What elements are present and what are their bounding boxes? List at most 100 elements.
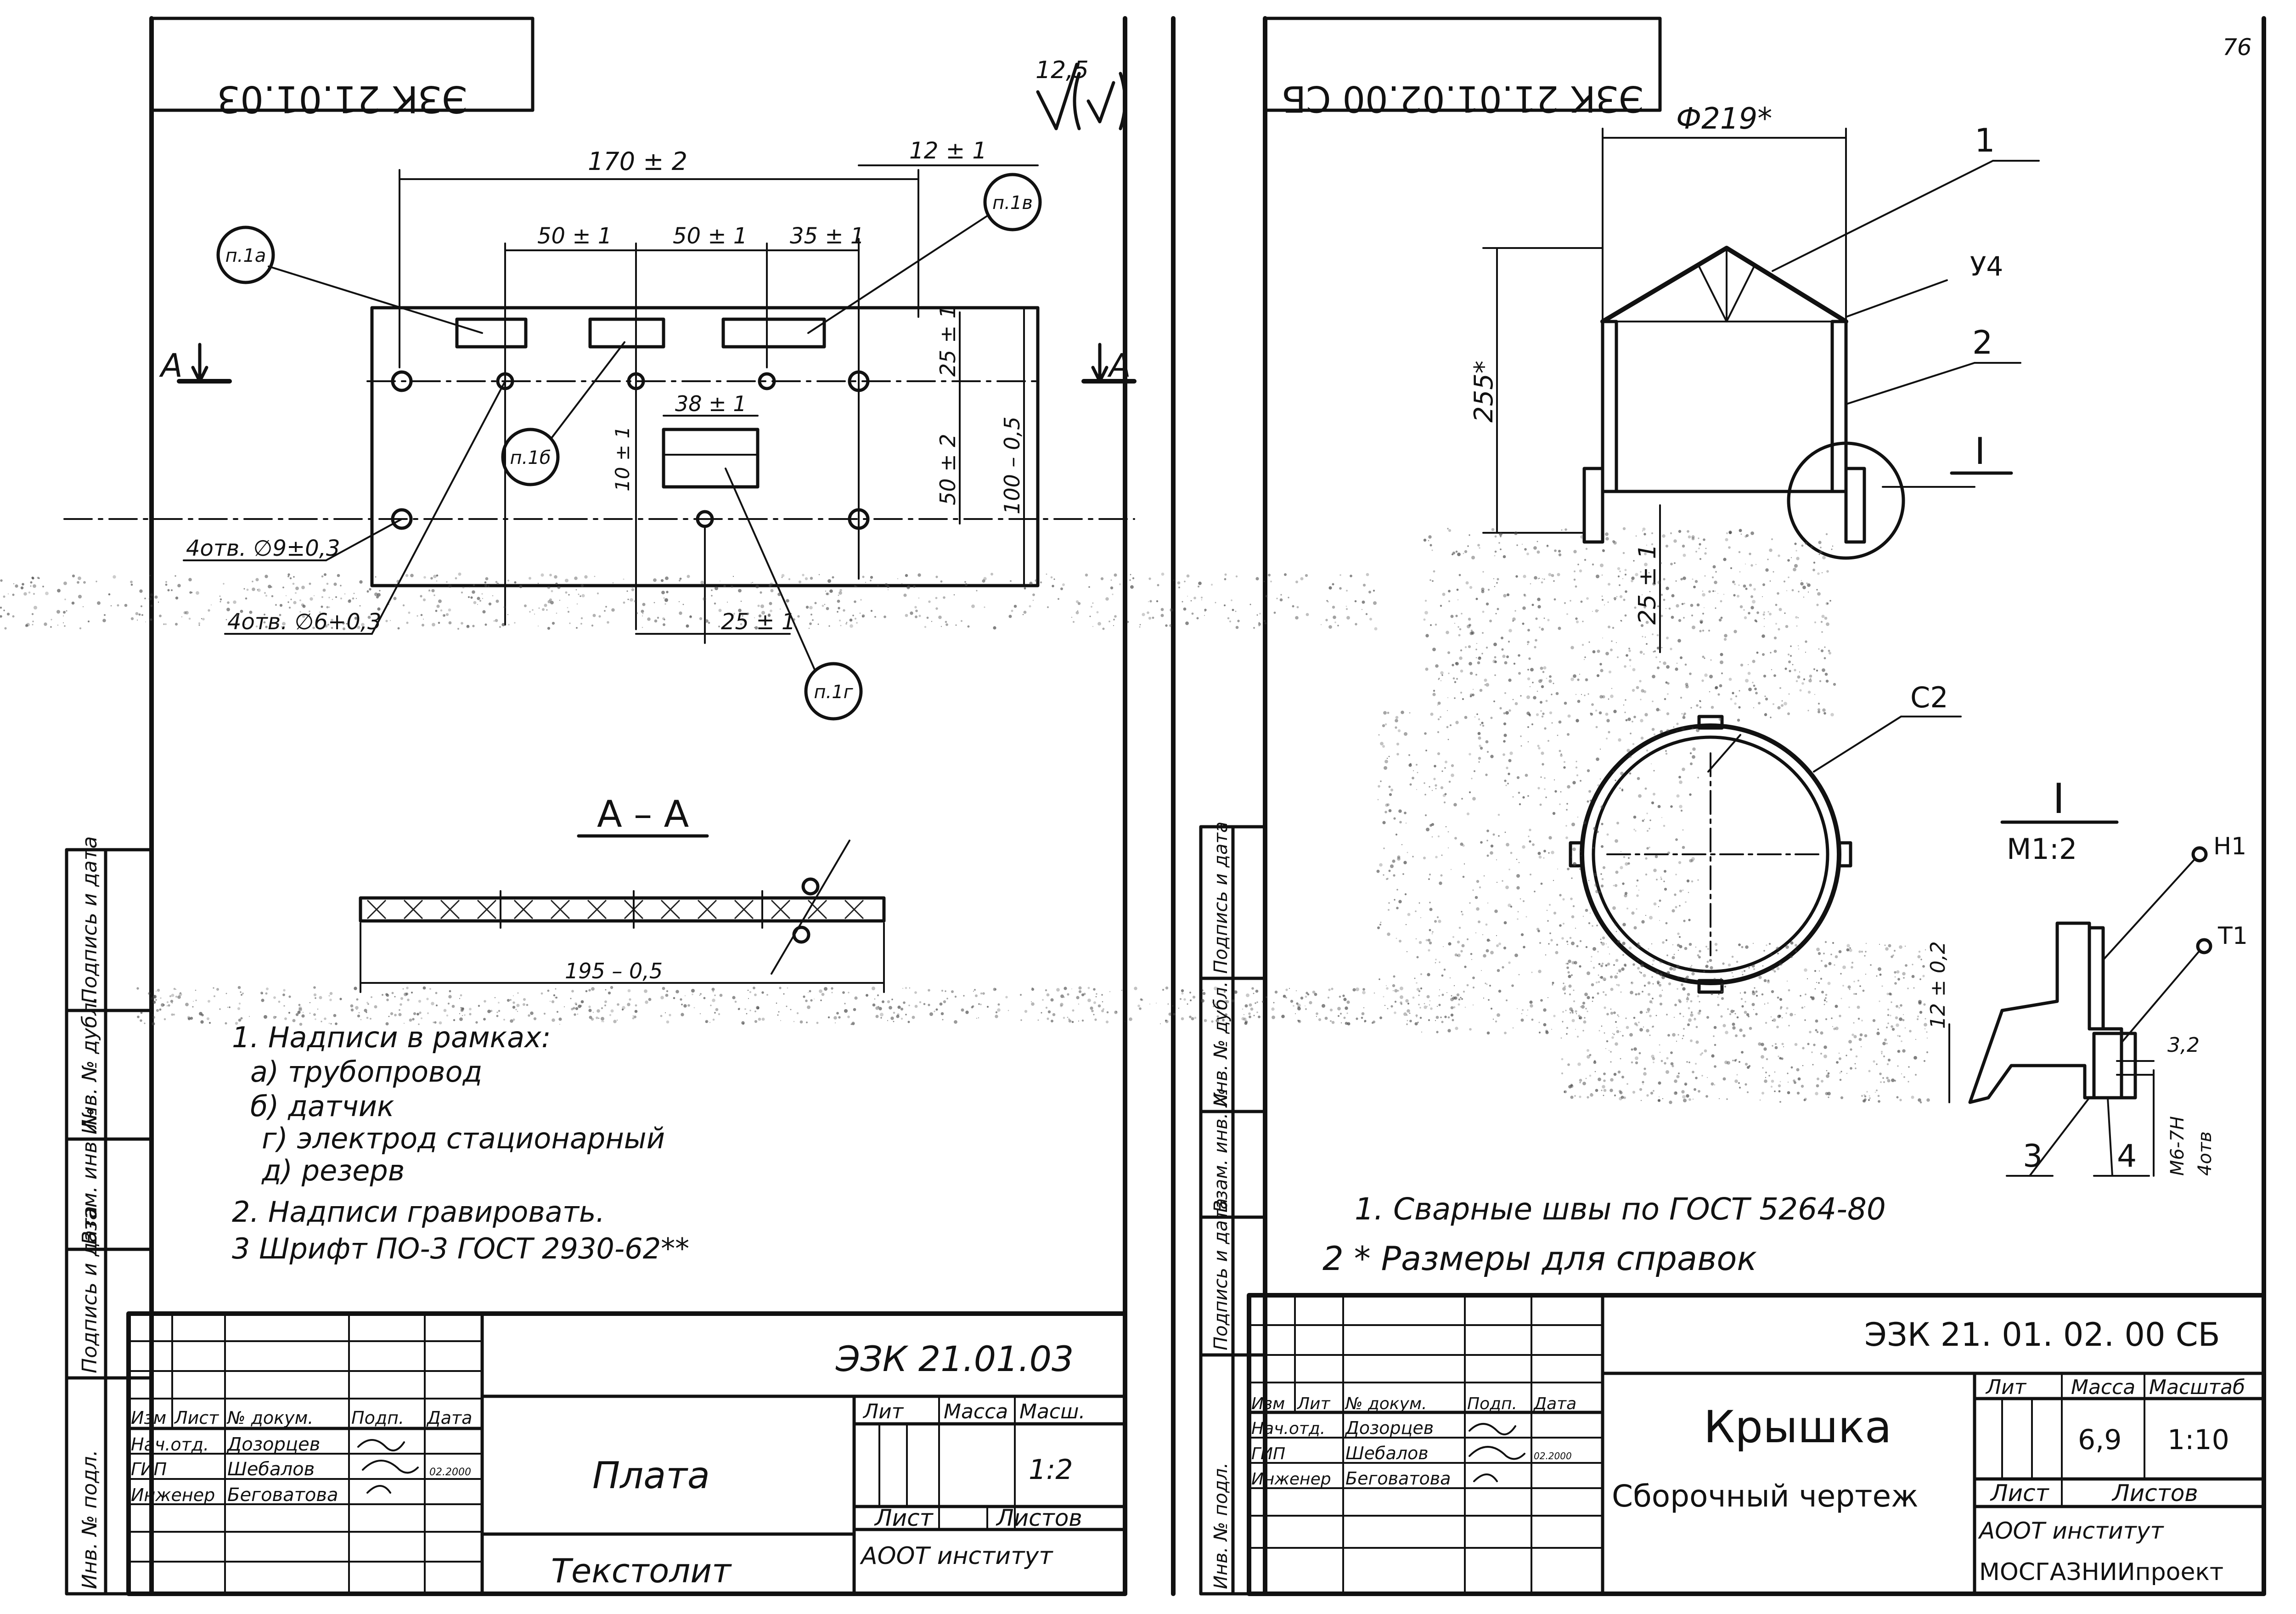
callout-3: 3 — [2023, 1138, 2043, 1174]
left-tb-name-0: Дозорцев — [226, 1434, 320, 1455]
right-tb-name-2: Беговатова — [1345, 1468, 1451, 1489]
dim-pitch-a: 50 ± 1 — [537, 223, 612, 249]
left-tb-code: ЭЗК 21.01.03 — [835, 1338, 1074, 1379]
dim-edge: 12 ± 1 — [909, 137, 987, 164]
callout-c2: С2 — [1910, 681, 1948, 714]
left-tb-header-izm: Изм — [131, 1408, 166, 1428]
section-title: А – А — [597, 793, 689, 835]
signatures — [357, 1439, 419, 1494]
callout-1v: п.1в — [992, 192, 1033, 214]
left-dimensions: 170 ± 2 12 ± 1 50 ± 1 50 ± 1 35 ± 1 25 ±… — [399, 137, 1039, 644]
left-title-block: Изм Лист № докум. Подп. Дата Нач.отд. ГИ… — [126, 1311, 1127, 1596]
callout-1b-balloon — [501, 428, 560, 486]
right-tb-role-1: ГИП — [1251, 1445, 1285, 1463]
engraving-frame-v — [721, 317, 826, 349]
dim-section-length: 195 – 0,5 — [565, 959, 663, 983]
hole-callouts: 4отв. ∅9±0,3 4отв. ∅6+0,3 — [183, 380, 506, 635]
left-notes: 1. Надписи в рамках: а) трубопровод б) д… — [232, 1021, 689, 1265]
left-tb-sheets: Листов — [996, 1505, 1082, 1531]
cover-top-view: С2 — [1569, 681, 1962, 994]
section-marks: А А — [159, 343, 1137, 384]
dim-height: 100 – 0,5 — [1000, 417, 1024, 514]
left-stamp-code: ЭЗК 21.01.03 — [217, 78, 467, 120]
left-side-label-0: Подпись и дата — [78, 836, 101, 1004]
dim-offset: 25 ± 1 — [1634, 544, 1661, 625]
dim-height-cover: 255* — [1469, 361, 1499, 423]
left-side-strip: Подпись и дата Инв. № дубл. Взам. инв. №… — [65, 836, 153, 1596]
holes-large-label: 4отв. ∅9±0,3 — [186, 536, 340, 561]
left-tb-col-mass: Масса — [944, 1400, 1008, 1423]
engraving-frame-a — [455, 317, 528, 349]
dim-pitch-c: 35 ± 1 — [790, 223, 864, 249]
right-note-1: 2 * Размеры для справок — [1322, 1239, 1757, 1278]
holes-small-label: 4отв. ∅6+0,3 — [227, 609, 382, 635]
right-tb-sheets: Листов — [2111, 1480, 2198, 1507]
right-tb-role-2: Инженер — [1251, 1470, 1331, 1489]
right-note-0: 1. Сварные швы по ГОСТ 5264-80 — [1355, 1191, 1886, 1227]
left-drawing: ЭЗК 21.01.03 12,5 — [63, 16, 1137, 1596]
right-tb-col-mass: Масса — [2071, 1376, 2135, 1399]
dim-bottom-offset: 25 ± 1 — [721, 609, 795, 635]
left-tb-sheet: Лист — [874, 1505, 934, 1531]
callout-1a: п.1а — [225, 245, 266, 266]
left-side-label-3: Подпись и дата — [78, 1206, 101, 1373]
roughness-symbol: 12,5 — [1035, 56, 1127, 130]
dim-slot-height: 10 ± 1 — [611, 426, 634, 491]
right-tb-header-doc: № докум. — [1345, 1394, 1427, 1413]
callout-y4: У4 — [1970, 251, 2003, 282]
left-tb-name: Плата — [592, 1454, 710, 1497]
right-side-label-1: Инв. № дубл. — [1210, 981, 1232, 1107]
right-tb-sheet: Лист — [1990, 1480, 2050, 1507]
callout-1g-balloon — [804, 662, 863, 721]
left-tb-name-2: Беговатова — [227, 1484, 338, 1506]
right-tb-code: ЭЗК 21. 01. 02. 00 СБ — [1864, 1316, 2220, 1354]
right-drawing: ЭЗК 21.01.02.00 СБ 76 Ф219* 255* 25 ± 1 — [1171, 16, 2266, 1596]
left-tb-name-1: Шебалов — [227, 1459, 315, 1480]
detail-title: I — [2053, 775, 2065, 823]
right-tb-name: Крышка — [1704, 1401, 1892, 1453]
callout-1v-balloon — [983, 173, 1042, 231]
svg-text:12,5: 12,5 — [1035, 56, 1089, 84]
section-mark-right: А — [1107, 347, 1131, 384]
right-tb-role-0: Нач.отд. — [1251, 1419, 1325, 1438]
left-tb-header-list: Лист — [174, 1408, 219, 1428]
detail-ref: I — [1975, 430, 1986, 473]
engraving-frame-b — [588, 317, 665, 349]
page-mark: 76 — [2223, 34, 2252, 61]
dim-diameter: Ф219* — [1676, 102, 1772, 136]
callout-1: 1 — [1975, 122, 1995, 159]
dim-overall-length: 170 ± 2 — [588, 147, 687, 176]
dim-rows-spacing: 50 ± 2 — [935, 434, 960, 505]
dim-row-offset: 25 ± 1 — [935, 305, 960, 377]
right-tb-col-lit: Лит — [1985, 1376, 2027, 1399]
right-tb-org-1: АООТ институт — [1978, 1518, 2164, 1544]
left-balloons: п.1а п.1б п.1в п.1г — [216, 173, 1042, 721]
thread-note: М6-7Н — [2167, 1116, 2188, 1176]
right-notes: 1. Сварные швы по ГОСТ 5264-80 2 * Разме… — [1322, 1191, 1886, 1278]
dim-detail-gap: 3,2 — [2167, 1033, 2200, 1057]
left-note-3: г) электрод стационарный — [262, 1122, 665, 1155]
right-tb-org-2: МОСГАЗНИИпроект — [1979, 1558, 2223, 1586]
left-tb-role-1: ГИП — [131, 1459, 167, 1479]
dim-detail-height: 12 ± 0,2 — [1926, 941, 1950, 1029]
right-title-block: Изм Лит № докум. Подп. Дата Нач.отд. ГИП… — [1247, 1293, 2266, 1596]
detail-circle — [1787, 441, 1905, 560]
right-tb-col-scale: Масштаб — [2149, 1376, 2245, 1399]
callout-1a-balloon — [216, 226, 275, 284]
section-view: А – А 195 – 0,5 — [359, 793, 886, 993]
left-tb-material: Текстолит — [551, 1552, 732, 1590]
right-tb-scale: 1:10 — [2167, 1424, 2229, 1456]
right-tb-header-izm: Изм — [1251, 1394, 1285, 1413]
right-tb-subtitle: Сборочный чертеж — [1612, 1479, 1919, 1514]
right-signatures — [1469, 1423, 1525, 1482]
section-mark-left: А — [159, 347, 183, 384]
right-tb-header-date: Дата — [1533, 1394, 1576, 1413]
left-side-label-1: Инв. № дубл. — [78, 996, 101, 1134]
left-side-label-2: Взам. инв. № — [78, 1107, 101, 1245]
cover-view: Ф219* 255* 25 ± 1 1 У4 — [1469, 102, 2040, 653]
dim-slot-width: 38 ± 1 — [675, 391, 747, 416]
right-tb-mass: 6,9 — [2078, 1424, 2122, 1456]
left-tb-header-date: Дата — [426, 1408, 472, 1428]
left-top-stamp — [150, 17, 535, 112]
